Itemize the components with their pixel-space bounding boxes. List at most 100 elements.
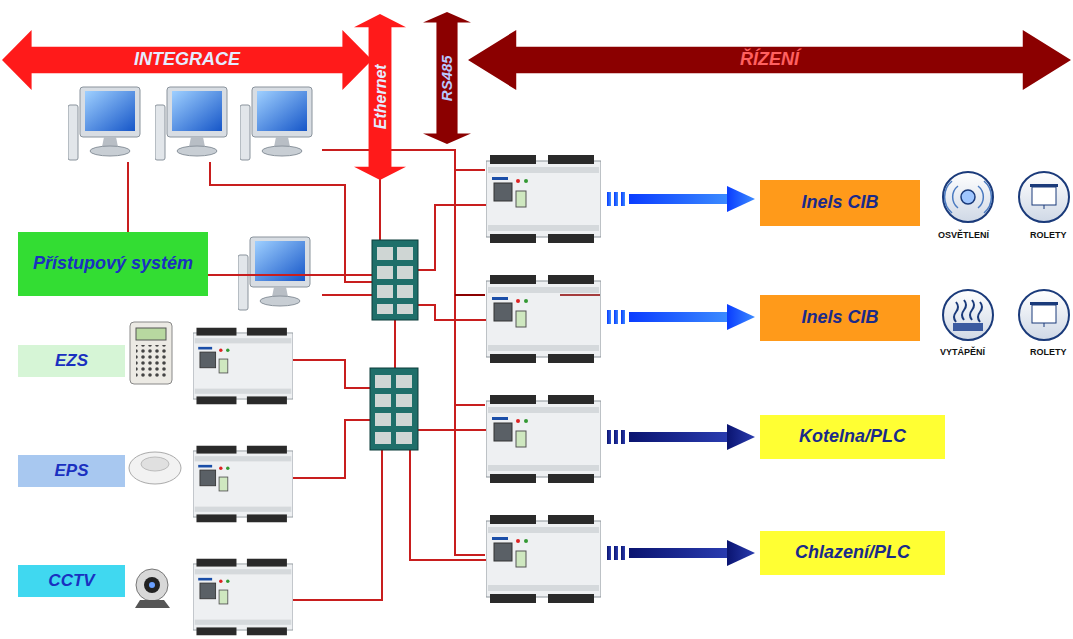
- integration-band: INTEGRACE: [2, 30, 372, 90]
- switches: [372, 240, 418, 320]
- rs485-bus: RS485: [423, 12, 471, 144]
- function-icons: [1044, 205, 1045, 209]
- computers: [68, 87, 140, 160]
- signal-arrows: [607, 304, 755, 330]
- switches: [396, 413, 412, 426]
- controllers: [193, 328, 293, 405]
- network-wires: [418, 205, 490, 270]
- switches: [375, 375, 391, 388]
- devices: [129, 452, 181, 484]
- devices: [149, 582, 155, 588]
- network-wires: [290, 360, 370, 388]
- switches: [375, 394, 391, 407]
- system-box: EZS: [18, 345, 125, 377]
- devices: [144, 577, 160, 593]
- system-box: Přístupový systém: [18, 232, 208, 296]
- switches: [396, 432, 412, 444]
- switches: [397, 304, 413, 314]
- devices: [136, 569, 168, 601]
- control-band: ŘÍZENÍ: [468, 30, 1071, 90]
- network-wires: [418, 305, 490, 320]
- network-wires: [394, 320, 396, 368]
- switches: [377, 304, 393, 314]
- switches: [375, 413, 391, 426]
- switches: [375, 432, 391, 444]
- computers: [238, 237, 310, 310]
- function-icons: [1019, 290, 1069, 340]
- rs485-wire: [455, 294, 485, 296]
- switches: [370, 240, 418, 450]
- wire-stub: [560, 294, 600, 296]
- network-wires: [379, 175, 381, 240]
- controllers: [193, 559, 293, 636]
- plc-box: Chlazení/PLC: [760, 531, 945, 575]
- devices: [130, 322, 172, 384]
- network-wires: [290, 450, 382, 600]
- controllers: [486, 275, 601, 363]
- node-text: Kotelna/PLC: [799, 427, 906, 447]
- signal-arrows: [607, 424, 755, 450]
- node-text: Chlazení/PLC: [795, 543, 910, 563]
- controllers: [486, 395, 601, 483]
- system-box: CCTV: [18, 565, 125, 597]
- node-text: ŘÍZENÍ: [740, 50, 799, 70]
- network-wires: [290, 420, 370, 478]
- network-wires: [418, 429, 490, 431]
- arrow-shape: [423, 12, 471, 144]
- node-text: Přístupový systém: [33, 254, 193, 274]
- switches: [397, 285, 413, 298]
- node-text: RS485: [439, 55, 456, 101]
- computers: [155, 87, 227, 160]
- function-icons: [1019, 172, 1069, 222]
- network-wires: [322, 294, 373, 296]
- node-text: Inels CIB: [801, 193, 878, 213]
- signal-arrows: [607, 540, 755, 566]
- icon-label: OSVĚTLENÍ: [938, 230, 989, 240]
- system-box: EPS: [18, 455, 125, 487]
- controllers: [486, 515, 601, 603]
- devices: [129, 322, 181, 608]
- bus-box: Inels CIB: [760, 295, 920, 341]
- function-icons: [945, 181, 992, 213]
- devices: [135, 600, 170, 608]
- function-icons: [1032, 305, 1056, 323]
- network-wires: [128, 150, 490, 600]
- ethernet-bus: Ethernet: [354, 14, 406, 180]
- node-text: INTEGRACE: [134, 50, 240, 70]
- switches: [397, 247, 413, 260]
- switches: [377, 266, 393, 279]
- icon-label: VYTÁPĚNÍ: [940, 347, 985, 357]
- devices: [136, 328, 166, 340]
- node-text: Ethernet: [371, 65, 389, 130]
- node-text: Inels CIB: [801, 308, 878, 328]
- controllers: [193, 155, 601, 635]
- signal-arrows: [607, 186, 755, 566]
- switches: [396, 394, 412, 407]
- devices: [136, 345, 166, 377]
- icon-label: ROLETY: [1030, 230, 1067, 240]
- signal-arrows: [607, 186, 755, 212]
- function-icons: [943, 172, 993, 222]
- network-wires: [210, 162, 373, 282]
- switches: [370, 368, 418, 450]
- network-wires: [322, 150, 485, 555]
- function-icons: [943, 172, 1069, 340]
- network-wires: [455, 169, 485, 171]
- function-icons: [953, 323, 983, 331]
- node-text: EZS: [55, 352, 88, 371]
- network-wires: [455, 404, 485, 406]
- switches: [397, 266, 413, 279]
- arrow-shape: [2, 30, 372, 90]
- function-icons: [943, 290, 993, 340]
- arrow-shape: [468, 30, 1071, 90]
- bus-box: Inels CIB: [760, 180, 920, 226]
- function-icons: [1044, 323, 1045, 327]
- network-wires: [410, 450, 490, 560]
- function-icons: [1032, 187, 1056, 205]
- function-icons: [961, 190, 975, 204]
- switches: [377, 285, 393, 298]
- function-icons: [954, 300, 982, 322]
- plc-box: Kotelna/PLC: [760, 415, 945, 459]
- node-text: CCTV: [48, 572, 94, 591]
